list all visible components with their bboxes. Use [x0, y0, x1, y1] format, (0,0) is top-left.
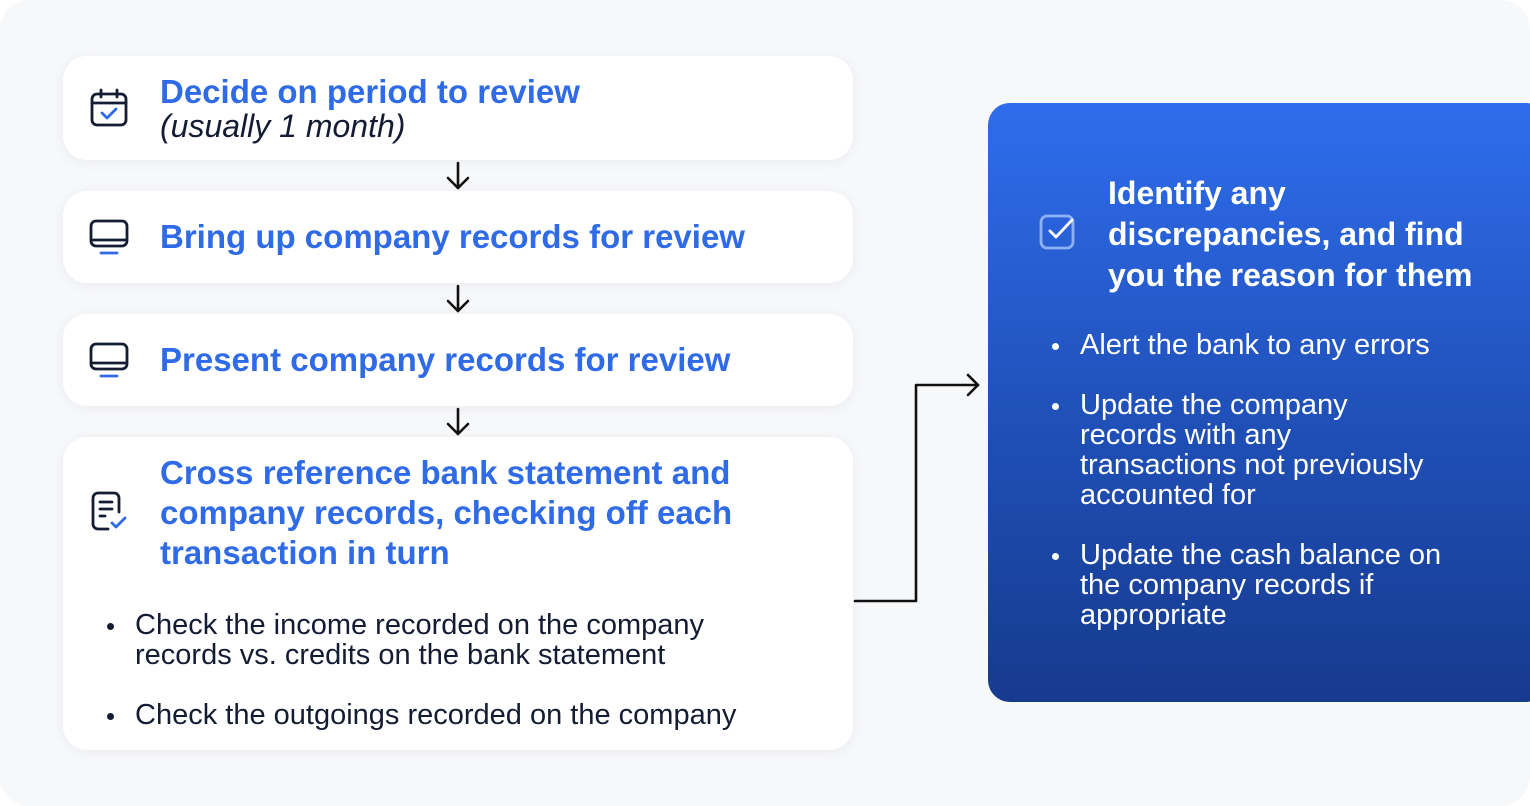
step-card-cross-reference: Cross reference bank statement and compa…	[63, 437, 853, 750]
monitor-icon	[89, 217, 129, 257]
step-title-line: Cross reference bank statement and	[160, 454, 731, 491]
list-item: Update the cash balance on the company r…	[1048, 540, 1518, 630]
step-title-line: company records, checking off each	[160, 494, 733, 531]
step-card-bring-up-records: Bring up company records for review	[63, 191, 853, 283]
list-item-line: transactions not previously	[1080, 449, 1424, 481]
list-item-line: Check the outgoings recorded on the comp…	[135, 699, 737, 731]
checkbox-icon	[1038, 212, 1078, 252]
step-card-present-records: Present company records for review	[63, 314, 853, 406]
list-item: Alert the bank to any errors	[1048, 330, 1518, 360]
down-arrow-icon	[446, 161, 470, 190]
check-list: Check the income recorded on the company…	[103, 610, 843, 730]
list-item-line: the company records if	[1080, 569, 1374, 601]
outcome-title-line: discrepancies, and find	[1108, 216, 1464, 252]
monitor-icon	[89, 340, 129, 380]
list-item-line: Check the income recorded on the company	[135, 609, 705, 641]
list-item-line: Alert the bank to any errors	[1080, 329, 1430, 361]
document-check-icon	[89, 491, 129, 531]
list-item-line: accounted for	[1080, 479, 1256, 511]
outcome-title-line: you the reason for them	[1108, 257, 1473, 293]
step-title: Decide on period to review	[160, 73, 580, 110]
list-item-line: records vs. credits on the bank statemen…	[135, 639, 666, 671]
step-card-decide-period: Decide on period to review (usually 1 mo…	[63, 56, 853, 160]
step-title: Bring up company records for review	[160, 218, 745, 255]
step-title: Present company records for review	[160, 341, 731, 378]
step-subtitle: (usually 1 month)	[160, 108, 406, 144]
down-arrow-icon	[446, 407, 470, 436]
calendar-check-icon	[89, 88, 129, 128]
outcome-panel: Identify any discrepancies, and find you…	[988, 103, 1530, 702]
down-arrow-icon	[446, 284, 470, 313]
elbow-arrow-icon	[853, 373, 980, 603]
list-item-line: appropriate	[1080, 599, 1227, 631]
step-title-line: transaction in turn	[160, 534, 450, 571]
list-item-line: records with any	[1080, 419, 1292, 451]
list-item: Check the income recorded on the company…	[103, 610, 843, 670]
list-item-line: Update the cash balance on	[1080, 539, 1442, 571]
list-item-line: Update the company	[1080, 389, 1348, 421]
outcome-list: Alert the bank to any errors Update the …	[1048, 330, 1518, 630]
list-item: Update the company records with any tran…	[1048, 390, 1518, 510]
list-item: Check the outgoings recorded on the comp…	[103, 700, 843, 730]
outcome-title-line: Identify any	[1108, 175, 1286, 211]
outcome-title: Identify any discrepancies, and find you…	[1108, 173, 1508, 296]
